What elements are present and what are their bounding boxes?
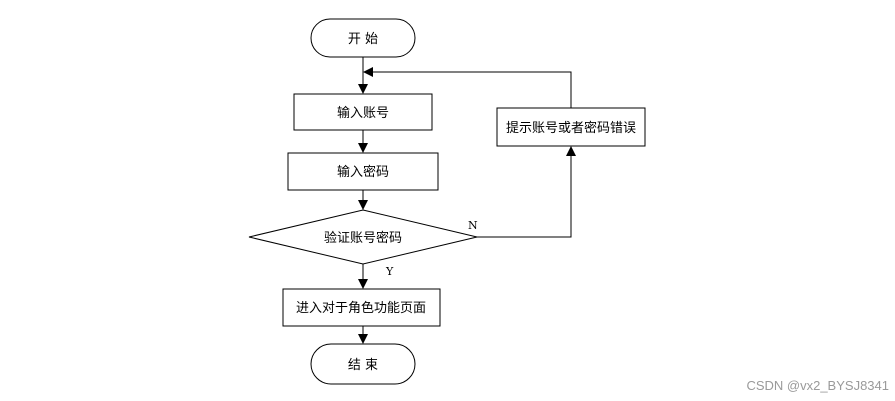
input-account-node: 输入账号	[293, 93, 433, 131]
edge-verify-to-error	[477, 146, 576, 238]
watermark-text: CSDN @vx2_BYSJ8341	[746, 378, 889, 393]
yes-branch-label: Y	[385, 265, 394, 278]
input-password-node: 输入密码	[287, 152, 439, 191]
start-node: 开 始	[310, 18, 416, 58]
input-account-label: 输入账号	[337, 105, 389, 121]
error-node: 提示账号或者密码错误	[496, 107, 646, 147]
start-label: 开 始	[348, 32, 378, 47]
verify-decision: 验证账号密码	[248, 209, 478, 265]
end-node: 结 束	[310, 343, 416, 385]
enter-label: 进入对于角色功能页面	[296, 300, 426, 316]
no-branch-label: N	[468, 219, 478, 232]
error-label: 提示账号或者密码错误	[506, 120, 636, 136]
edge-error-to-account	[363, 67, 572, 108]
verify-label: 验证账号密码	[324, 230, 402, 246]
end-label: 结 束	[348, 358, 378, 373]
enter-node: 进入对于角色功能页面	[282, 288, 441, 327]
input-password-label: 输入密码	[337, 164, 389, 180]
